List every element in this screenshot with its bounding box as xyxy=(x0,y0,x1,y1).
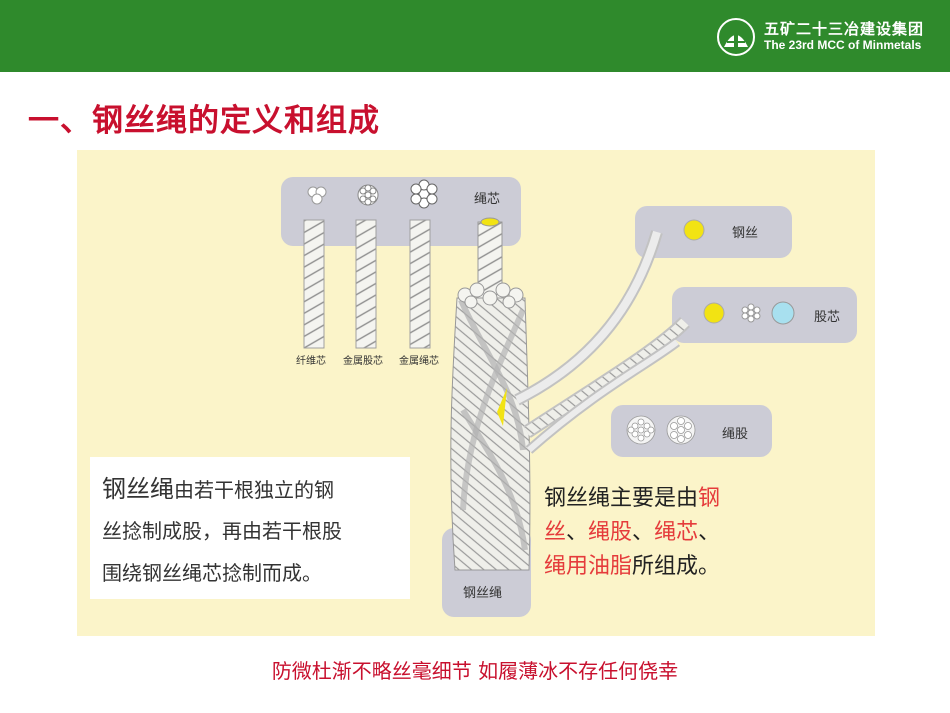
fiber-core-rod xyxy=(303,219,325,349)
rope-core-label: 绳芯 xyxy=(474,192,501,207)
wire-rope-diagram: 绳芯 纤维芯 金属股芯 金属绳芯 钢丝 股芯 绳股 钢丝绳 钢丝绳由若干根独立的… xyxy=(77,150,875,636)
fiber-core-section-icon xyxy=(307,186,327,205)
metal-strand-core-label: 金属股芯 xyxy=(343,356,383,367)
safety-motto: 防微杜渐不略丝毫细节 如履薄冰不存任何侥幸 xyxy=(271,659,679,683)
composition-term-core: 绳芯 xyxy=(654,520,699,545)
strand-section-icon-2 xyxy=(666,415,696,445)
strand-core-strand-icon xyxy=(741,303,761,323)
strand-core-fiber-icon xyxy=(771,301,795,325)
minmetals-logo-icon xyxy=(716,18,755,56)
strand-core-label: 股芯 xyxy=(814,310,841,325)
definition-line-3: 围绕钢丝绳芯捻制而成。 xyxy=(102,561,322,585)
definition-line-1: 由若干根独立的钢 xyxy=(174,478,334,502)
metal-rope-core-section-icon xyxy=(410,179,438,209)
fiber-core-label: 纤维芯 xyxy=(296,356,326,367)
composition-line-1: 钢丝绳主要是由 xyxy=(544,486,699,511)
definition-term: 钢丝绳 xyxy=(102,475,174,503)
company-name-cn: 五矿二十三冶建设集团 xyxy=(763,20,924,39)
metal-strand-core-rod xyxy=(355,219,377,349)
metal-rope-core-rod xyxy=(409,219,431,349)
unravelled-strands xyxy=(514,230,690,454)
header-bar: 五矿二十三冶建设集团 The 23rd MCC of Minmetals xyxy=(0,0,950,72)
rope-label: 钢丝绳 xyxy=(463,586,503,601)
metal-rope-core-label: 金属绳芯 xyxy=(399,356,439,367)
strand-section-icon-1 xyxy=(626,415,656,445)
strand-label: 绳股 xyxy=(722,427,749,442)
separator-3: 、 xyxy=(698,520,721,545)
composition-term-wire-2: 丝 xyxy=(544,520,567,545)
separator-2: 、 xyxy=(632,520,655,545)
wire-section-icon xyxy=(683,219,705,241)
composition-text: 钢丝绳主要是由钢 丝、绳股、绳芯、 绳用油脂所组成。 xyxy=(544,482,720,584)
composition-term-strand: 绳股 xyxy=(588,520,633,545)
composition-term-grease: 绳用油脂 xyxy=(544,554,633,579)
page-title: 一、钢丝绳的定义和组成 xyxy=(28,103,380,139)
definition-textbox: 钢丝绳由若干根独立的钢 丝捻制成股，再由若干根股 围绕钢丝绳芯捻制而成。 xyxy=(90,457,410,599)
wire-rope-body xyxy=(450,282,531,571)
separator-1: 、 xyxy=(566,520,589,545)
composition-term-wire-1: 钢 xyxy=(698,486,721,511)
company-logo: 五矿二十三冶建设集团 The 23rd MCC of Minmetals xyxy=(716,14,924,60)
wire-label: 钢丝 xyxy=(732,226,759,241)
strand-core-wire-icon xyxy=(703,302,725,324)
wire-panel xyxy=(635,206,792,258)
metal-strand-core-section-icon xyxy=(357,184,379,206)
composition-line-3: 所组成。 xyxy=(632,554,721,579)
rope-illustration xyxy=(303,179,795,571)
strand-core-panel xyxy=(672,287,857,343)
company-name-en: The 23rd MCC of Minmetals xyxy=(763,37,922,52)
definition-line-2: 丝捻制成股，再由若干根股 xyxy=(102,519,342,543)
